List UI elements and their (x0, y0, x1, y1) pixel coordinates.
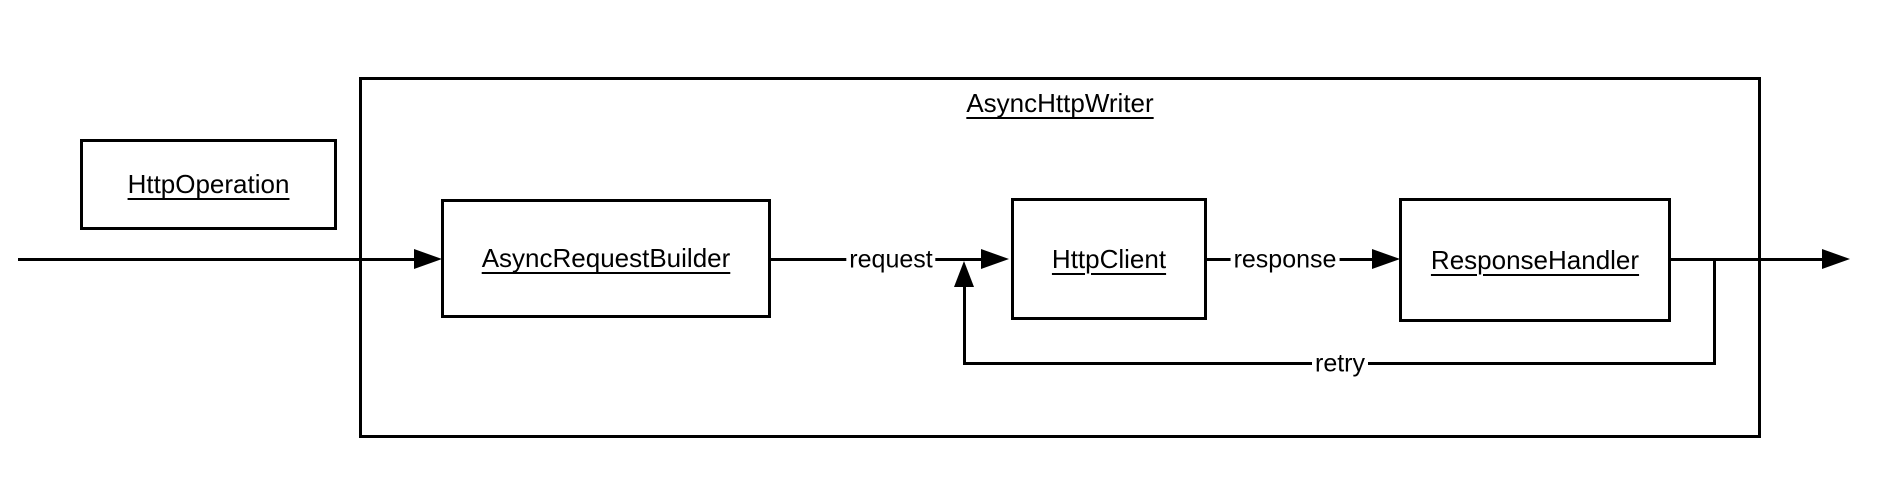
response-arrowhead-icon (1372, 249, 1400, 269)
http-operation-label: HttpOperation (127, 169, 290, 199)
response-handler-label: ResponseHandler (1430, 244, 1640, 275)
entry-arrowhead-icon (414, 249, 442, 269)
response-edge-label: response (1230, 246, 1340, 274)
request-edge-label: request (846, 246, 936, 274)
exit-arrowhead-icon (1822, 249, 1850, 269)
retry-arrowhead-icon (954, 261, 974, 287)
retry-edge-down-segment (1713, 258, 1716, 365)
request-arrowhead-icon (981, 249, 1009, 269)
entry-flow-line (18, 258, 416, 261)
exit-flow-line (1671, 258, 1824, 261)
http-operation-node: HttpOperation (80, 139, 337, 230)
retry-edge-up-segment (963, 285, 966, 365)
http-client-label: HttpClient (1051, 243, 1167, 274)
async-http-writer-title: AsyncHttpWriter (966, 88, 1154, 118)
http-client-node: HttpClient (1011, 198, 1207, 320)
async-request-builder-label: AsyncRequestBuilder (481, 243, 731, 273)
retry-edge-label: retry (1312, 350, 1368, 378)
async-request-builder-node: AsyncRequestBuilder (441, 199, 771, 318)
response-handler-node: ResponseHandler (1399, 198, 1671, 322)
